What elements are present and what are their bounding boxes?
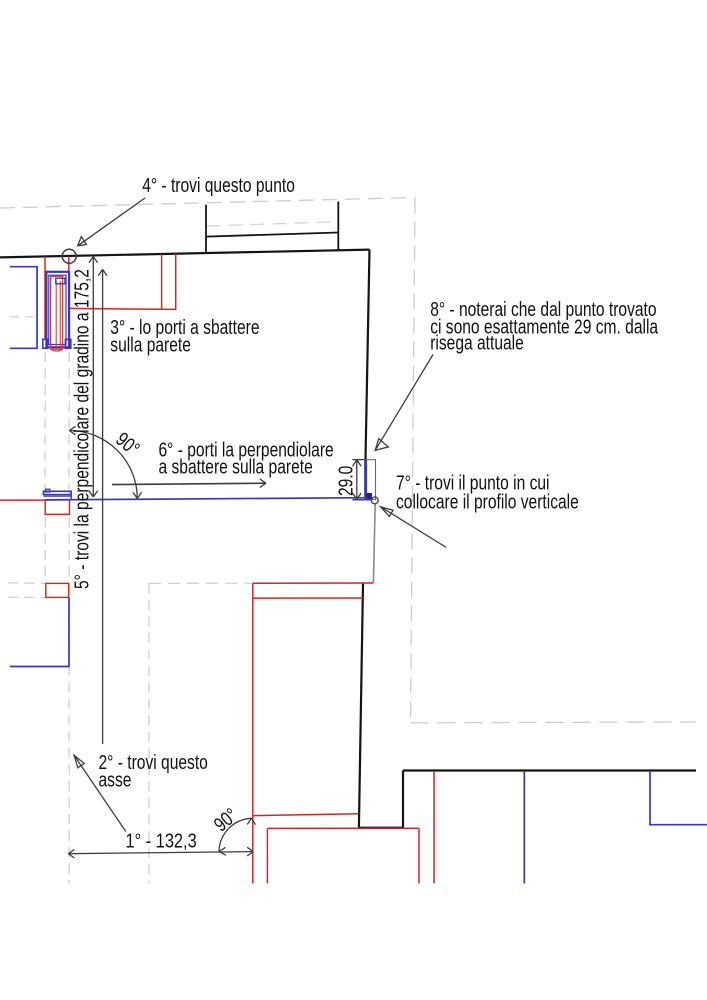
- svg-text:1° - 132,3: 1° - 132,3: [126, 829, 197, 852]
- svg-text:asse: asse: [99, 769, 132, 791]
- svg-text:collocare il profilo verticale: collocare il profilo verticale: [396, 491, 579, 513]
- svg-text:7° - trovi il punto in cui: 7° - trovi il punto in cui: [396, 472, 550, 494]
- svg-text:5° - trovi la perpendicolare d: 5° - trovi la perpendicolare del gradino…: [71, 269, 93, 589]
- svg-text:ci sono esattamente 29 cm. dal: ci sono esattamente 29 cm. dalla: [430, 315, 658, 337]
- svg-text:a sbattere sulla parete: a sbattere sulla parete: [159, 455, 313, 477]
- svg-text:3° - lo porti a sbattere: 3° - lo porti a sbattere: [110, 316, 259, 338]
- svg-text:2° - trovi questo: 2° - trovi questo: [99, 751, 208, 773]
- svg-text:6° - porti la perpendiolare: 6° - porti la perpendiolare: [159, 438, 334, 460]
- svg-text:29.0: 29.0: [335, 466, 357, 496]
- svg-text:risega attuale: risega attuale: [430, 332, 524, 354]
- svg-text:sulla parete: sulla parete: [110, 334, 191, 356]
- svg-text:4° - trovi questo punto: 4° - trovi questo punto: [142, 174, 295, 196]
- svg-text:8° - noterai che dal punto tro: 8° - noterai che dal punto trovato: [430, 298, 656, 320]
